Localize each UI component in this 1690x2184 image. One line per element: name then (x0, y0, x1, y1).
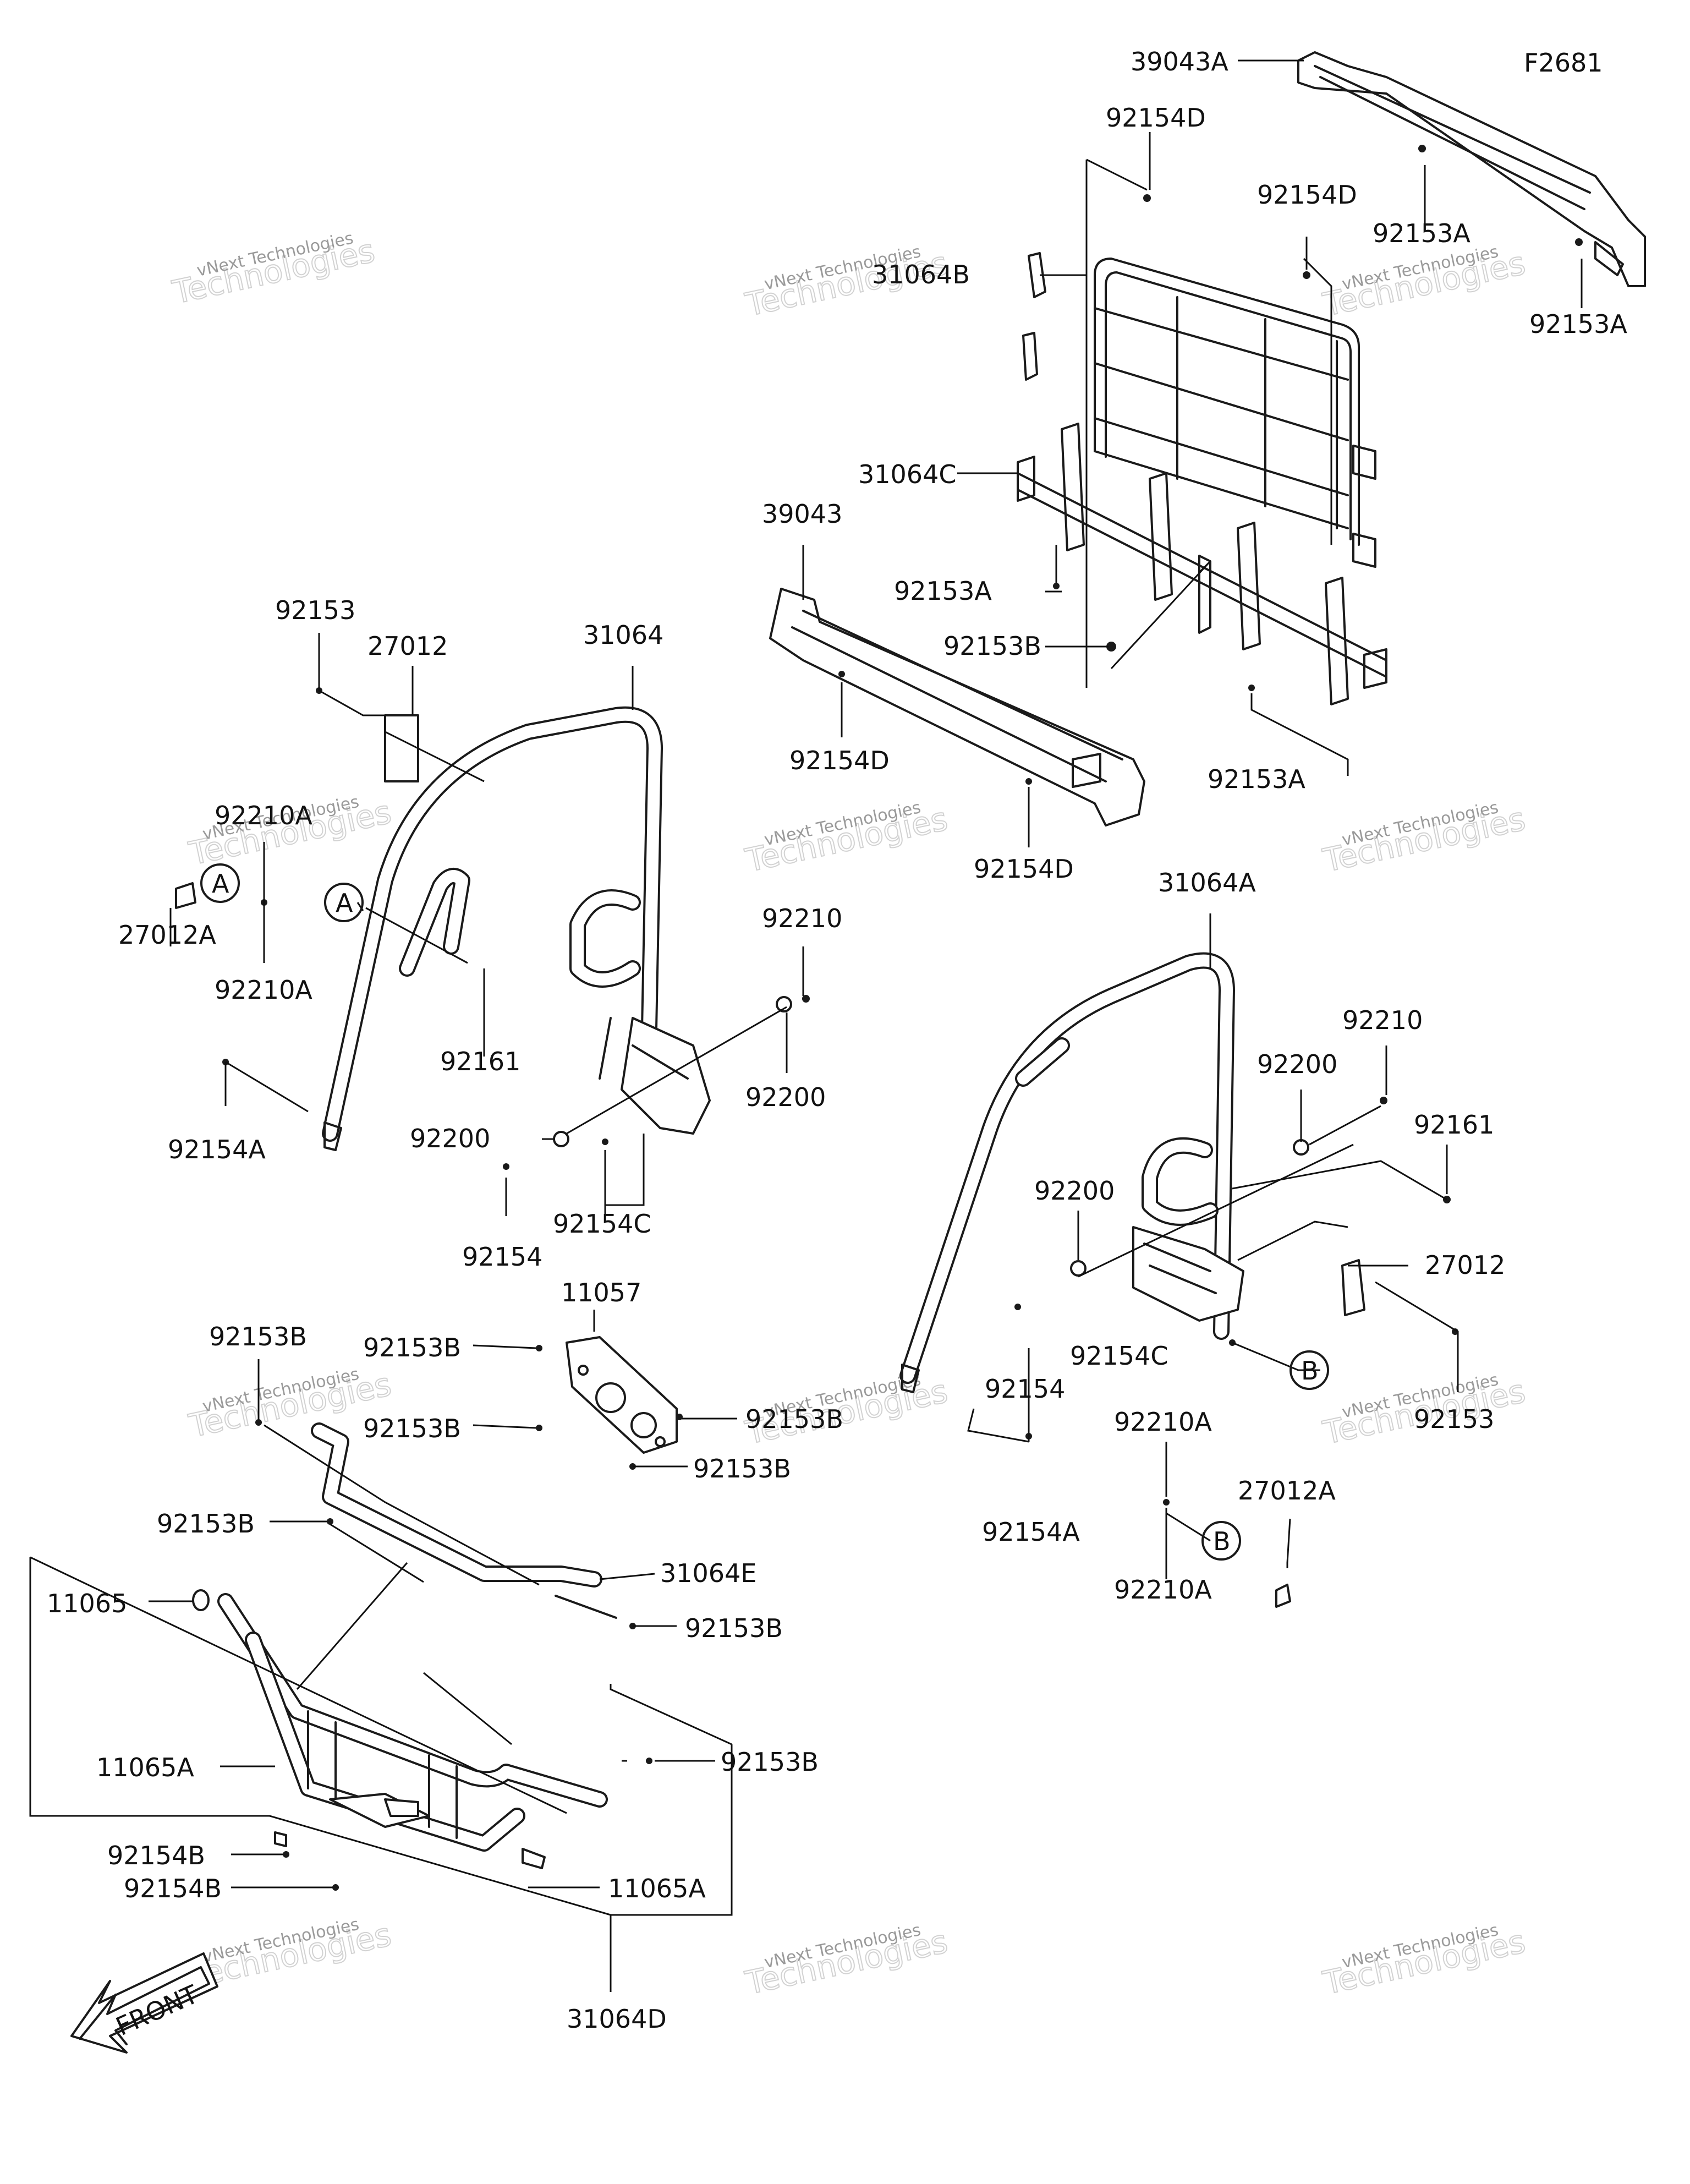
part-label-92153: 92153 (275, 595, 355, 625)
part-label-27012A: 27012A (118, 920, 216, 950)
figure-code: F2681 (1524, 48, 1603, 78)
part-label-92154D: 92154D (789, 746, 890, 775)
part-label-31064A: 31064A (1158, 868, 1256, 897)
part-label-31064B: 31064B (872, 260, 970, 289)
part-label-92200: 92200 (745, 1082, 826, 1112)
part-label-39043A: 39043A (1131, 47, 1228, 76)
part-label-92200: 92200 (1034, 1176, 1115, 1206)
part-label-92153B: 92153B (209, 1322, 307, 1351)
part-label-92153: 92153 (1414, 1404, 1494, 1434)
part-label-92154: 92154 (985, 1374, 1065, 1404)
callout-a-label: A (336, 888, 353, 918)
part-label-92210A: 92210A (215, 801, 312, 830)
part-label-92154A: 92154A (982, 1517, 1080, 1547)
part-label-31064C: 31064C (858, 459, 956, 489)
rops-left-31064-drawing (322, 706, 711, 1151)
callout-a-right: A (324, 883, 364, 922)
bracket-31064C-drawing (1017, 423, 1387, 705)
part-label-92153B: 92153B (943, 631, 1041, 661)
part-label-92153B: 92153B (721, 1747, 819, 1777)
part-label-92153B: 92153B (157, 1509, 255, 1539)
part-label-92153A: 92153A (1529, 309, 1627, 339)
part-label-92153B: 92153B (685, 1613, 783, 1643)
part-label-92154A: 92154A (168, 1135, 266, 1164)
part-label-92210A: 92210A (1114, 1575, 1212, 1605)
part-label-92154C: 92154C (1070, 1341, 1168, 1371)
part-label-92210: 92210 (762, 904, 842, 933)
part-label-11065A: 11065A (608, 1874, 706, 1903)
part-label-27012A: 27012A (1238, 1476, 1336, 1506)
callout-b-upper: B (1290, 1350, 1329, 1390)
callout-b-lower: B (1201, 1521, 1241, 1561)
part-label-92210A: 92210A (1114, 1407, 1212, 1437)
part-label-27012: 27012 (367, 631, 448, 661)
part-label-92154B: 92154B (107, 1841, 205, 1870)
part-label-92153A: 92153A (1208, 764, 1305, 794)
part-label-92200: 92200 (410, 1124, 490, 1153)
part-label-92161: 92161 (440, 1047, 520, 1076)
bumper-31064D-drawing (192, 1589, 608, 1869)
bar-31064E-drawing (311, 1422, 617, 1619)
part-label-92153A: 92153A (894, 576, 992, 606)
part-label-27012: 27012 (1425, 1250, 1505, 1280)
part-label-92210: 92210 (1342, 1005, 1423, 1035)
hardware-dots (175, 194, 1458, 1891)
callout-b-label: B (1301, 1356, 1319, 1386)
part-label-11065: 11065 (47, 1589, 127, 1618)
crossbar-39043-drawing (769, 588, 1145, 826)
callout-a-label: A (212, 869, 229, 899)
part-label-92154B: 92154B (124, 1874, 222, 1903)
part-label-31064D: 31064D (567, 2004, 667, 2034)
callout-a-left: A (200, 863, 240, 903)
part-label-92154D: 92154D (1257, 180, 1357, 210)
front-direction-sign: FRONT (70, 1952, 218, 2054)
part-label-92210A: 92210A (215, 975, 312, 1005)
part-label-92153B: 92153B (693, 1454, 791, 1484)
part-label-92153A: 92153A (1373, 218, 1470, 248)
part-label-92154C: 92154C (553, 1209, 651, 1239)
part-label-92154D: 92154D (1106, 103, 1206, 133)
part-label-92153B: 92153B (363, 1333, 461, 1362)
part-label-39043: 39043 (762, 499, 842, 529)
part-label-92153B: 92153B (363, 1414, 461, 1443)
plate-11057-drawing (566, 1336, 678, 1454)
part-label-92154D: 92154D (974, 854, 1074, 884)
callout-b-label: B (1213, 1526, 1231, 1556)
part-label-92153B: 92153B (745, 1404, 843, 1434)
part-label-11065A: 11065A (96, 1753, 194, 1782)
part-label-31064E: 31064E (660, 1558, 756, 1588)
part-label-31064: 31064 (583, 620, 663, 650)
rear-rack-31064B-drawing (1022, 252, 1376, 568)
leader-lines (29, 59, 1583, 1992)
part-label-92154: 92154 (462, 1242, 542, 1272)
part-labels: 39043A 92154D 92154D 92153A 92153A 31064… (47, 47, 1627, 2034)
part-label-92161: 92161 (1414, 1110, 1494, 1140)
crossbar-39043A-drawing (1297, 51, 1646, 287)
part-label-92200: 92200 (1257, 1049, 1337, 1079)
part-label-11057: 11057 (561, 1278, 641, 1307)
rops-right-31064A-drawing (899, 952, 1244, 1393)
